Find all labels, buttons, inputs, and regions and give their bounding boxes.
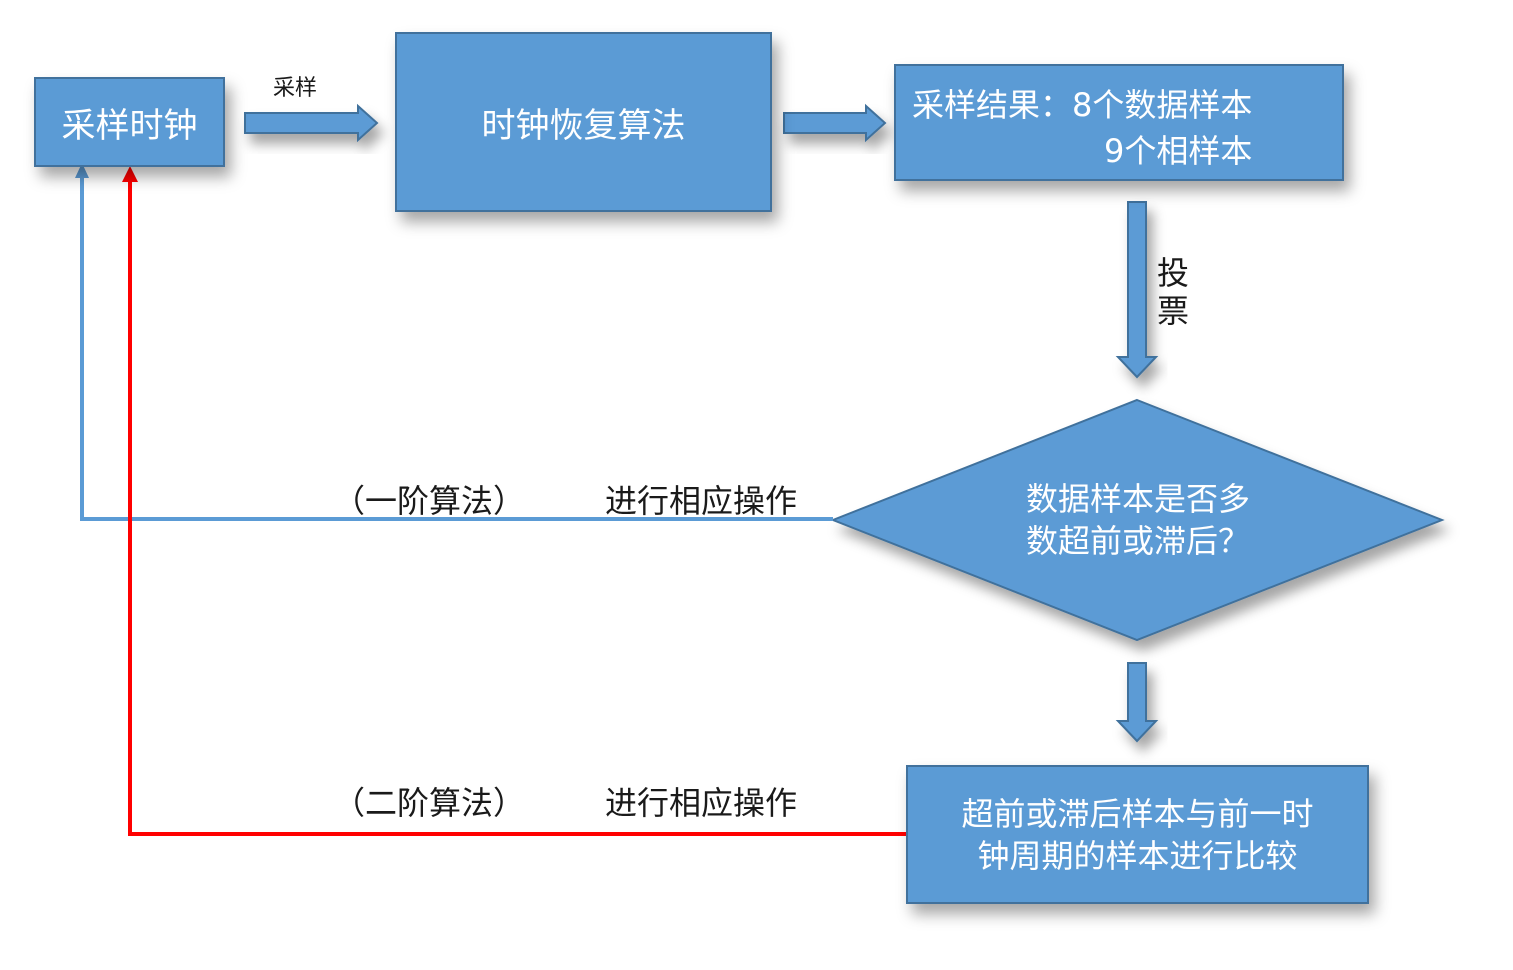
- compare-line1: 超前或滞后样本与前一时: [961, 794, 1314, 833]
- second-order-arrowhead: [122, 166, 138, 182]
- sample-result-line1: 采样结果：8个数据样本: [912, 86, 1253, 124]
- sample-clock-node: 采样时钟: [34, 77, 225, 167]
- first-order-feedback-line: [80, 175, 833, 521]
- first-order-action-label: 进行相应操作: [605, 482, 798, 520]
- compare-line2: 钟周期的样本进行比较: [977, 836, 1298, 875]
- clock-recovery-node: 时钟恢复算法: [395, 32, 772, 212]
- second-order-label: （二阶算法）: [333, 784, 526, 822]
- compare-node: 超前或滞后样本与前一时 钟周期的样本进行比较: [906, 765, 1369, 904]
- first-order-label: （一阶算法）: [333, 482, 526, 520]
- decision-diamond: [830, 398, 1445, 642]
- vote-label-1: 投: [1157, 254, 1190, 292]
- sample-edge-label: 采样: [273, 76, 318, 101]
- arrow-sample-to-recovery: [244, 103, 379, 143]
- decision-text: 数据样本是否多 数超前或滞后？: [960, 478, 1316, 562]
- second-order-action-label: 进行相应操作: [605, 784, 798, 822]
- sample-result-line2: 9个相样本: [1104, 132, 1253, 170]
- vote-label-2: 票: [1157, 292, 1190, 330]
- sample-result-node: 采样结果：8个数据样本 9个相样本: [894, 64, 1344, 181]
- sample-clock-label: 采样时钟: [61, 105, 198, 146]
- second-order-feedback-line: [128, 180, 906, 836]
- arrow-decision-to-compare: [1115, 662, 1159, 743]
- arrow-vote-down: [1115, 201, 1159, 379]
- arrow-recovery-to-result: [783, 103, 887, 143]
- first-order-arrowhead: [75, 163, 89, 178]
- decision-line1: 数据样本是否多: [1025, 480, 1250, 518]
- clock-recovery-label: 时钟恢复算法: [481, 105, 686, 146]
- decision-line2: 数超前或滞后？: [1025, 522, 1250, 560]
